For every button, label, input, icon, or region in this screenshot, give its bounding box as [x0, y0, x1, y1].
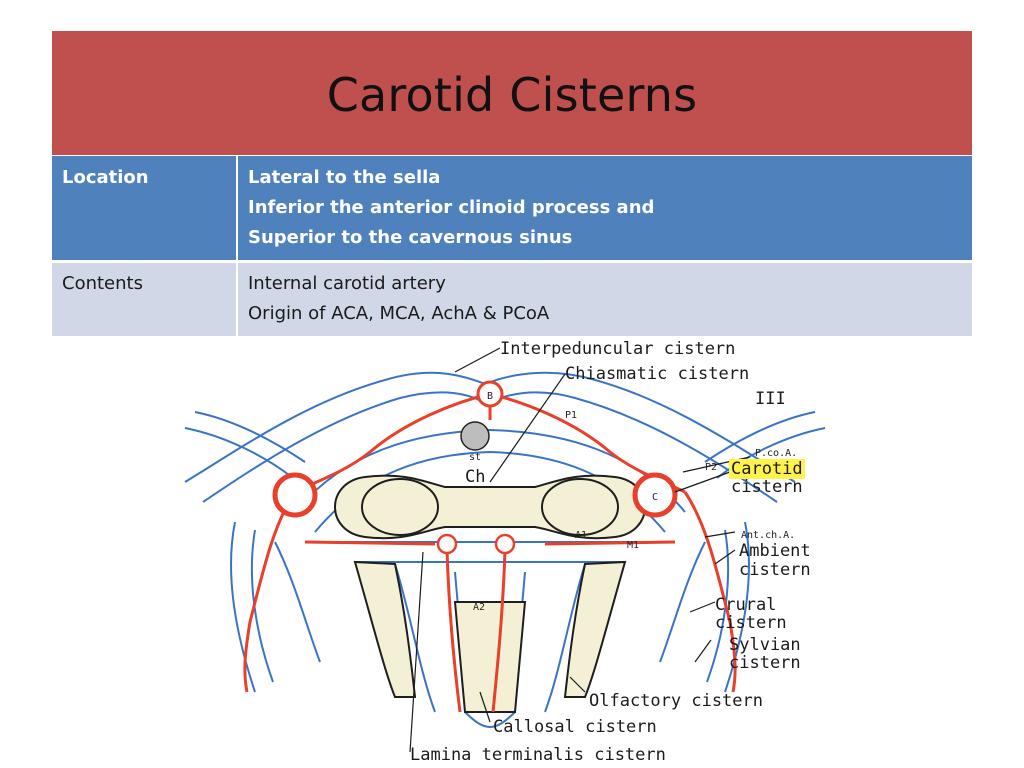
row-value-location: Lateral to the sella Inferior the anteri… — [236, 156, 972, 262]
callout-labels: Interpeduncular cistern Chiasmatic ciste… — [410, 339, 811, 765]
info-table: Location Lateral to the sella Inferior t… — [52, 156, 972, 336]
cistern-diagram: B C st Ch P1 P2 A1 A2 M1 Interpeduncular… — [184, 339, 826, 765]
carotid-highlight — [729, 459, 805, 479]
inner-labels: st Ch P1 P2 A1 A2 M1 — [465, 410, 717, 613]
m1-label: M1 — [627, 540, 639, 551]
chiasm-label: Ch — [465, 467, 485, 487]
a2-label: A2 — [473, 602, 485, 613]
arteries — [243, 392, 737, 713]
right-carotid-circle — [632, 472, 678, 518]
leader-lines — [409, 347, 751, 753]
lamina-label: Lamina terminalis cistern — [410, 745, 666, 765]
ambient-label: Ambient — [739, 541, 811, 561]
slide-title: Carotid Cisterns — [326, 68, 698, 122]
left-gyrus — [353, 560, 417, 698]
row-label-contents: Contents — [52, 260, 237, 336]
nerve-iii-label: III — [755, 389, 786, 409]
pcoa-label: P.co.A. — [755, 448, 797, 459]
a1-label: A1 — [575, 530, 587, 541]
olfactory-label: Olfactory cistern — [589, 691, 763, 711]
antcha-label: Ant.ch.A. — [741, 530, 795, 541]
left-carotid-circle — [272, 472, 318, 518]
location-line-1: Lateral to the sella — [248, 167, 441, 188]
stalk-circle — [460, 421, 490, 451]
contents-line-2: Origin of ACA, MCA, AchA & PCoA — [248, 303, 550, 324]
carotid-circle-label: C — [652, 492, 658, 503]
basilar-label: B — [487, 391, 493, 402]
vessel-circles: B C — [272, 380, 678, 555]
crural-cistern-label: cistern — [715, 613, 787, 633]
carotid-label: Carotid — [731, 459, 803, 479]
central-gyrus — [453, 601, 527, 713]
carotid-cistern-label: cistern — [731, 477, 803, 497]
location-line-2: Inferior the anterior clinoid process an… — [248, 197, 655, 218]
right-optic-nerve — [541, 478, 619, 536]
p1-label: P1 — [565, 410, 577, 421]
interpeduncular-label: Interpeduncular cistern — [500, 339, 735, 359]
right-a1-circle — [494, 533, 516, 555]
table-row-contents: Contents Internal carotid artery Origin … — [52, 260, 972, 336]
right-gyrus — [563, 560, 627, 698]
sylvian-cistern-label: cistern — [729, 653, 801, 673]
left-optic-nerve — [361, 478, 439, 536]
contents-line-1: Internal carotid artery — [248, 273, 446, 294]
row-value-contents: Internal carotid artery Origin of ACA, M… — [236, 260, 972, 336]
location-line-3: Superior to the cavernous sinus — [248, 227, 573, 248]
chiasmatic-label: Chiasmatic cistern — [565, 364, 749, 384]
diagram-fills — [334, 474, 646, 713]
callosal-label: Callosal cistern — [493, 717, 657, 737]
p2-label: P2 — [705, 462, 717, 473]
row-label-location: Location — [52, 156, 237, 262]
table-row-location: Location Lateral to the sella Inferior t… — [52, 156, 972, 262]
crural-label: Crural — [715, 595, 776, 615]
title-bar: Carotid Cisterns — [52, 31, 972, 155]
ambient-cistern-label: cistern — [739, 560, 811, 580]
left-a1-circle — [436, 533, 458, 555]
basilar-circle — [476, 380, 504, 408]
sylvian-label: Sylvian — [729, 635, 801, 655]
diagram-outlines — [184, 371, 826, 728]
stalk-label: st — [469, 452, 481, 463]
